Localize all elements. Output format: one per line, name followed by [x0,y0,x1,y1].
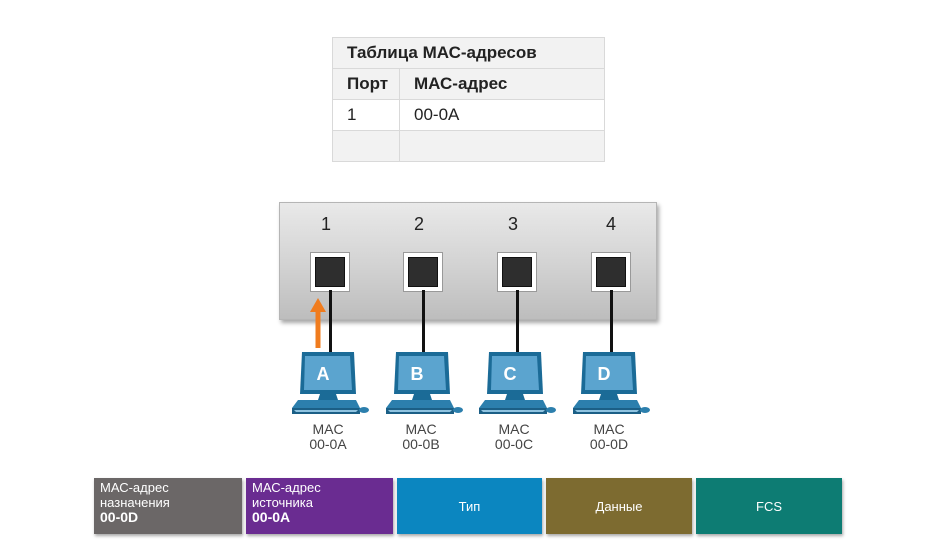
dest-mac-value: 00-0D [100,509,139,525]
computer-icon [292,352,369,414]
mac-label: MAC [593,421,625,437]
switch-port-1 [310,252,350,292]
mac-table-header-mac: МАС-адрес [399,68,605,100]
computer-c: C [477,350,557,422]
mac-table-cell-port: 1 [332,99,400,131]
mac-address-table: Таблица МАС-адресов Порт МАС-адрес 1 00-… [332,37,605,162]
src-mac-line1: МАС-адрес [252,480,321,495]
computer-icon [479,352,556,414]
mac-table-header-port: Порт [332,68,400,100]
computer-d: D [571,350,651,422]
frame-field-src-mac: МАС-адрес источника 00-0A [246,478,393,534]
computer-icon [573,352,650,414]
computer-d-mac: MAC 00-0D [569,422,649,452]
data-label: Данные [595,498,643,514]
computer-b: B [384,350,464,422]
switch-port-2 [403,252,443,292]
computer-icon [386,352,463,414]
src-mac-line2: источника [252,495,313,510]
computer-a: A [290,350,370,422]
computer-a-mac: MAC 00-0A [288,422,368,452]
port-number-1: 1 [320,214,331,234]
switch-port-3 [497,252,537,292]
frame-field-fcs: FCS [696,478,842,534]
mac-table-cell-empty [399,130,605,162]
cable-d [610,290,613,356]
ethernet-frame: МАС-адрес назначения 00-0D МАС-адрес ист… [94,478,842,536]
src-mac-value: 00-0A [252,509,291,525]
computer-b-mac: MAC 00-0B [381,422,461,452]
mac-value: 00-0B [402,436,440,452]
computer-letter: B [410,364,424,384]
mac-label: MAC [498,421,530,437]
type-label: Тип [458,498,481,514]
mac-table-title: Таблица МАС-адресов [332,37,605,69]
computer-letter: D [597,364,611,384]
cable-c [516,290,519,356]
port-socket [408,257,438,287]
frame-field-type: Тип [397,478,542,534]
frame-field-dest-mac: МАС-адрес назначения 00-0D [94,478,242,534]
computer-letter: C [503,364,517,384]
computer-c-mac: MAC 00-0C [474,422,554,452]
port-socket [596,257,626,287]
computer-letter: A [316,364,330,384]
mac-label: MAC [405,421,437,437]
cable-b [422,290,425,356]
cable-a [329,290,332,356]
mac-value: 00-0A [309,436,347,452]
fcs-label: FCS [756,498,782,514]
switch-port-4 [591,252,631,292]
mac-label: MAC [312,421,344,437]
mac-table-cell-empty [332,130,400,162]
mac-table-cell-mac: 00-0A [399,99,605,131]
port-number-2: 2 [413,214,424,234]
mac-value: 00-0D [589,436,629,452]
mac-value: 00-0C [494,436,534,452]
table-row: 1 00-0A [332,99,605,131]
port-socket [315,257,345,287]
dest-mac-line2: назначения [100,495,170,510]
port-number-4: 4 [605,214,616,234]
frame-field-data: Данные [546,478,692,534]
port-number-3: 3 [507,214,518,234]
dest-mac-line1: МАС-адрес [100,480,169,495]
port-socket [502,257,532,287]
table-row-empty [332,130,605,162]
frame-arrow-icon [310,298,326,348]
